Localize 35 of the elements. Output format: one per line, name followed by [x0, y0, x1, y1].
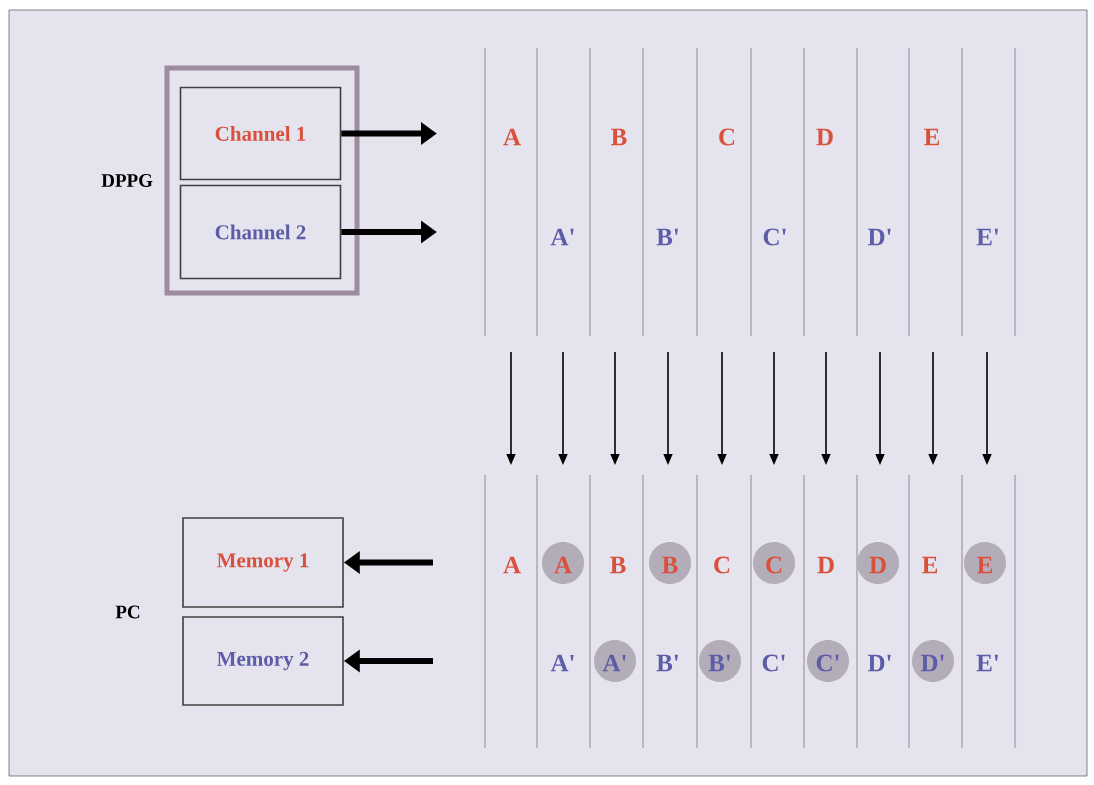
sample-letter: B	[662, 556, 678, 574]
channel-box: Memory 1	[182, 517, 344, 608]
sample-letter: D	[869, 556, 886, 574]
sample-letter: C'	[762, 654, 785, 672]
sample-letter: D'	[867, 228, 891, 246]
sample-letter: E'	[976, 654, 998, 672]
sample-letter: A	[503, 128, 521, 146]
sample-letter: D'	[867, 654, 891, 672]
sample-letter: E	[977, 556, 993, 574]
channel-box: Memory 2	[182, 616, 344, 706]
sample-letter: D'	[920, 654, 944, 672]
sample-letter: D	[817, 556, 834, 574]
sample-letter: A	[503, 556, 521, 574]
sample-letter: A'	[550, 654, 574, 672]
channel-box: Channel 1	[179, 86, 342, 181]
sample-letter: E'	[976, 228, 998, 246]
pc-label: PC	[115, 605, 140, 619]
channel-box: Channel 2	[179, 184, 342, 280]
sample-letter: C	[714, 556, 730, 574]
sample-letter: A'	[602, 654, 626, 672]
node-label: DPPG	[101, 174, 153, 187]
sample-letter: B'	[708, 654, 730, 672]
sample-letter: C'	[763, 228, 786, 246]
sample-letter: B'	[656, 654, 678, 672]
sample-letter: A'	[550, 228, 574, 246]
sample-letter: B	[610, 556, 626, 574]
sample-letter: D	[816, 128, 833, 146]
sample-letter: E	[922, 556, 938, 574]
sample-letter: B'	[656, 228, 678, 246]
sample-letter: C'	[816, 654, 839, 672]
sample-letter: B	[611, 128, 627, 146]
sample-letter: A	[554, 556, 572, 574]
sample-letter: C	[719, 128, 735, 146]
sample-letter: E	[924, 128, 940, 146]
sample-letter: C	[766, 556, 782, 574]
